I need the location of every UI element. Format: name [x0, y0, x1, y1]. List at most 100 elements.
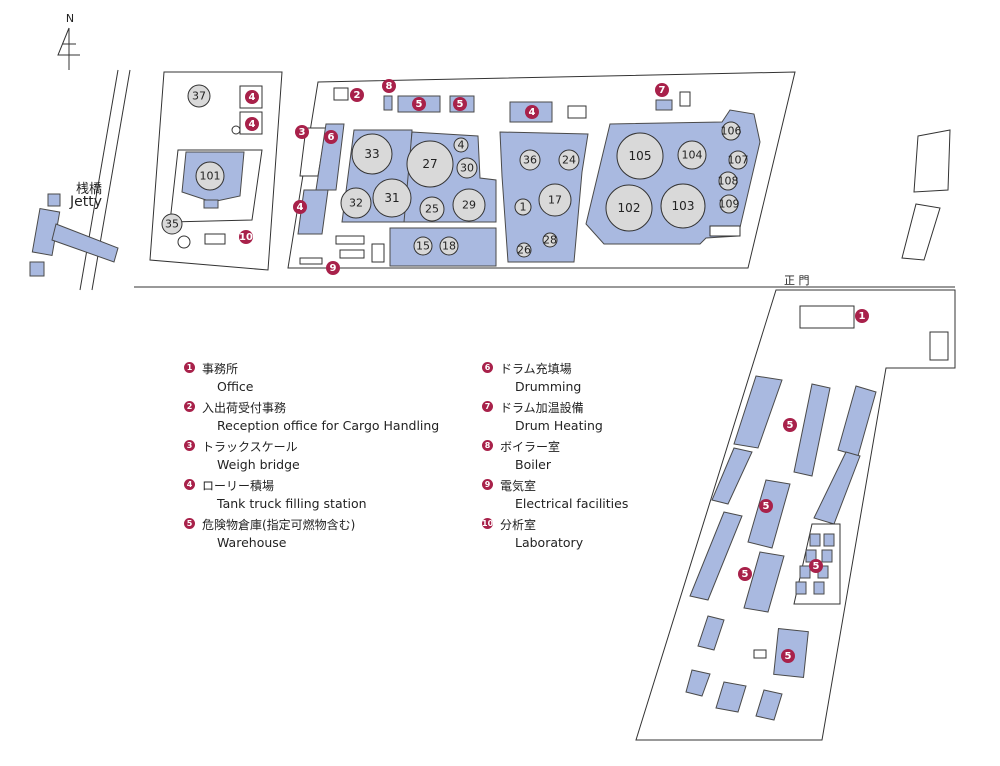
legend-badge-3: 3	[184, 440, 195, 451]
tank-label: 24	[562, 154, 576, 167]
legend-item-5: 5 危険物倉庫(指定可燃物含む) Warehouse	[184, 516, 484, 552]
tank-label: 102	[618, 201, 641, 215]
tank-label: 28	[543, 234, 557, 247]
tank-4: 4	[453, 137, 469, 153]
legend-en-9: Electrical facilities	[515, 496, 629, 511]
tank-circle	[340, 187, 372, 219]
badge-circle	[326, 261, 340, 275]
tank-circle	[413, 236, 433, 256]
badge-circle	[453, 97, 467, 111]
legend-badge-7: 7	[482, 401, 493, 412]
badge-number: 3	[299, 127, 306, 138]
badge-number: 4	[249, 119, 256, 130]
legend-badge-8: 8	[482, 440, 493, 451]
tank-label: 29	[462, 199, 476, 212]
tank-101: 101	[195, 161, 225, 191]
tank-label: 33	[364, 147, 379, 161]
tank-label: 36	[523, 154, 537, 167]
tank-102: 102	[605, 184, 653, 232]
badge-circle	[781, 649, 795, 663]
compass-label: N	[66, 12, 74, 25]
legend-item-3: 3 トラックスケール Weigh bridge	[184, 438, 484, 474]
tank-1: 1	[514, 198, 532, 216]
legend-ja-7: ドラム加温設備	[500, 401, 584, 415]
legend-item-6: 6 ドラム充填場 Drumming	[482, 360, 782, 396]
badge-circle	[382, 79, 396, 93]
facility-badge-5: 5	[809, 559, 823, 573]
tank-circle	[514, 198, 532, 216]
tank-circle	[419, 196, 445, 222]
badge-number: 5	[785, 651, 792, 662]
tank-circle	[351, 133, 393, 175]
legend-en-10: Laboratory	[515, 535, 584, 550]
badge-circle	[350, 88, 364, 102]
tank-circle	[516, 242, 532, 258]
badge-number: 5	[416, 99, 423, 110]
tank-label: 27	[422, 157, 437, 171]
legend-badge-2: 2	[184, 401, 195, 412]
tank-label: 105	[629, 149, 652, 163]
jetty-label-en: Jetty	[70, 194, 103, 210]
tank-24: 24	[558, 149, 580, 171]
legend-item-8: 8 ボイラー室 Boiler	[482, 438, 782, 474]
facility-badge-5: 5	[738, 567, 752, 581]
badge-circle	[855, 309, 869, 323]
tank-circle	[456, 157, 478, 179]
badge-circle	[412, 97, 426, 111]
legend-item-9: 9 電気室 Electrical facilities	[482, 477, 782, 513]
tank-30: 30	[456, 157, 478, 179]
tank-label: 15	[416, 240, 430, 253]
facility-badge-4: 4	[293, 200, 307, 214]
badge-circle	[655, 83, 669, 97]
legend-ja-2: 入出荷受付事務	[202, 401, 287, 415]
jetty-structure	[29, 193, 119, 277]
facility-badge-3: 3	[295, 125, 309, 139]
tank-circle	[372, 178, 412, 218]
legend-badge-4: 4	[184, 479, 195, 490]
facility-badge-5: 5	[783, 418, 797, 432]
tank-label: 106	[721, 125, 742, 138]
tank-label: 103	[672, 199, 695, 213]
facility-badge-10: 10	[239, 230, 253, 244]
legend-badge-10: 10	[482, 518, 494, 529]
tank-circle	[542, 232, 558, 248]
tank-29: 29	[452, 188, 486, 222]
tank-circle	[677, 140, 707, 170]
badge-circle	[324, 130, 338, 144]
badge-number: 5	[813, 561, 820, 572]
tank-18: 18	[439, 236, 459, 256]
tank-circle	[195, 161, 225, 191]
tank-circle	[558, 149, 580, 171]
facility-badge-7: 7	[655, 83, 669, 97]
tank-31: 31	[372, 178, 412, 218]
tank-label: 30	[460, 162, 474, 175]
badge-circle	[295, 125, 309, 139]
tank-circle	[439, 236, 459, 256]
tank-circle	[616, 132, 664, 180]
legend-en-6: Drumming	[515, 379, 582, 394]
tank-label: 17	[548, 194, 562, 207]
tank-circle	[718, 171, 738, 191]
tank-circle	[406, 140, 454, 188]
legend-en-3: Weigh bridge	[217, 457, 300, 472]
tank-circle	[453, 137, 469, 153]
facility-badge-6: 6	[324, 130, 338, 144]
badge-circle	[239, 230, 253, 244]
tank-circle	[728, 150, 748, 170]
facility-badge-5: 5	[781, 649, 795, 663]
tank-36: 36	[519, 149, 541, 171]
legend-ja-6: ドラム充填場	[500, 362, 572, 376]
legend-badge-5: 5	[184, 518, 195, 529]
badge-circle	[738, 567, 752, 581]
legend-ja-5: 危険物倉庫(指定可燃物含む)	[202, 518, 356, 532]
badge-circle	[245, 90, 259, 104]
tank-105: 105	[616, 132, 664, 180]
legend-badge-6: 6	[482, 362, 493, 373]
legend-ja-1: 事務所	[202, 362, 239, 376]
badge-number: 9	[330, 263, 337, 274]
legend-ja-10: 分析室	[500, 518, 537, 532]
tank-37: 37	[187, 84, 211, 108]
